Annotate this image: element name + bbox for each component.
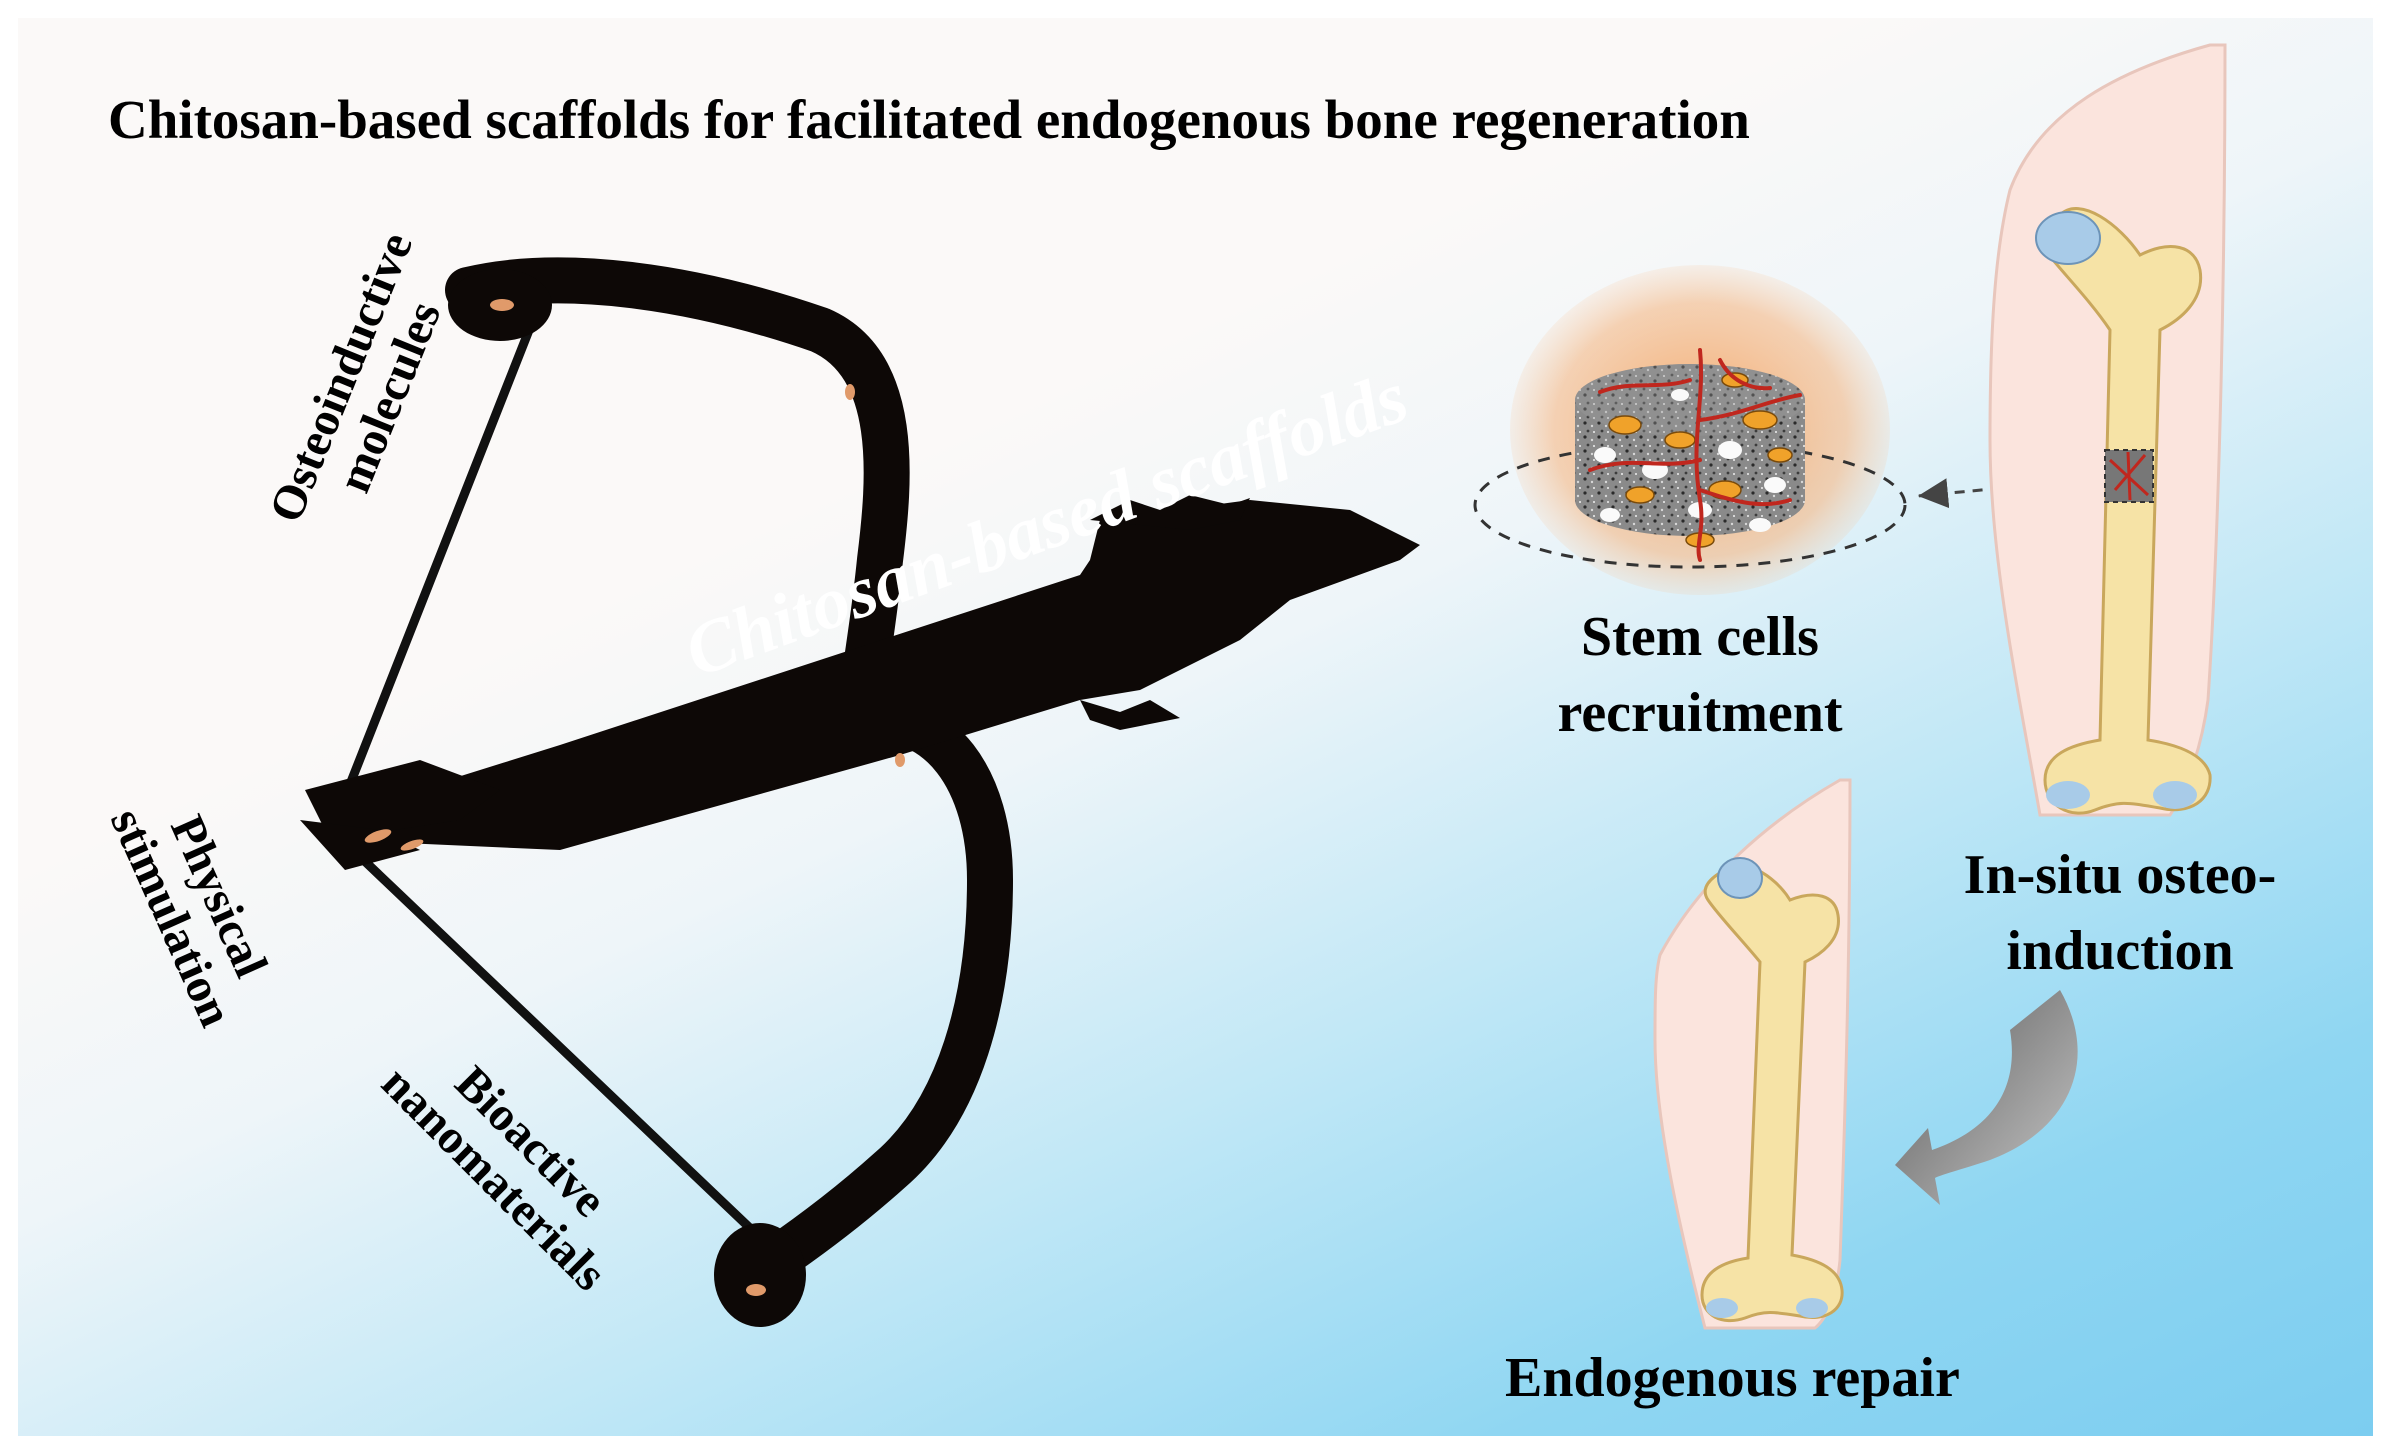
scaffold-vessels bbox=[1588, 348, 1802, 562]
scaffold-pores bbox=[1594, 389, 1786, 532]
femur-bone-top bbox=[2039, 207, 2212, 815]
bow-arrow-shaft bbox=[320, 500, 1420, 850]
label-in-situ-osteoinduction: In-situ osteo- induction bbox=[1964, 838, 2277, 989]
label-line: In-situ osteo- bbox=[1963, 844, 2277, 906]
figure-title: Chitosan-based scaffolds for facilitated… bbox=[108, 89, 1750, 150]
label-line: induction bbox=[2006, 919, 2234, 982]
progress-curved-arrow bbox=[1895, 990, 2078, 1205]
scaffold-illustration bbox=[1473, 265, 2109, 595]
label-endogenous-repair: Endogenous repair bbox=[1505, 1347, 1960, 1409]
bow-illustration bbox=[300, 257, 1420, 1327]
scaffold-cells bbox=[1608, 372, 1793, 548]
recruitment-dashed-ring bbox=[1473, 441, 1907, 569]
label-line: recruitment bbox=[1557, 681, 1843, 744]
leg-in-situ bbox=[1988, 43, 2227, 817]
label-stem-cells-recruitment: Stem cells recruitment bbox=[1557, 600, 1842, 751]
gradient-background bbox=[18, 18, 2373, 1436]
bow-nock-bottom bbox=[714, 1223, 806, 1327]
bow-arrow-fletching bbox=[305, 760, 500, 840]
label-line: Stem cells bbox=[1581, 606, 1819, 668]
femur-bone-repaired bbox=[1700, 863, 1844, 1323]
leg-repaired bbox=[1653, 778, 1852, 1330]
